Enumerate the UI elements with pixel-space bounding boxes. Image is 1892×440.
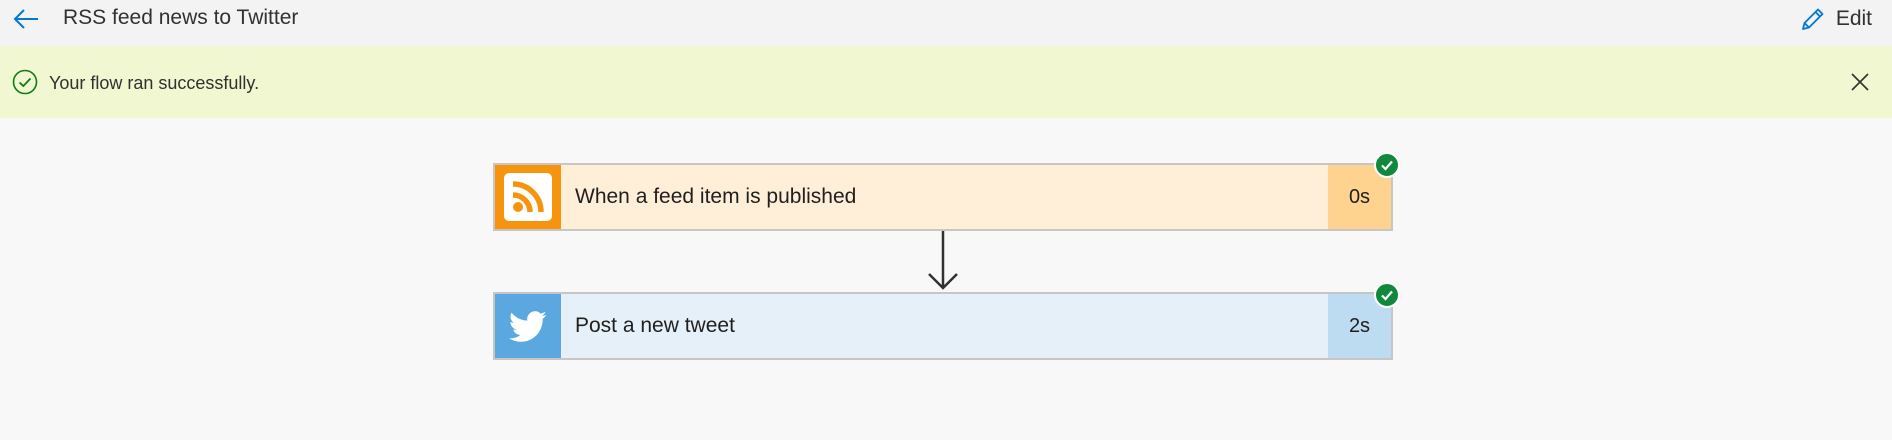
twitter-icon	[509, 311, 547, 342]
pencil-icon	[1801, 8, 1824, 30]
step-label: When a feed item is published	[575, 185, 857, 208]
banner-message: Your flow ran successfully.	[49, 73, 260, 93]
back-arrow-icon	[13, 9, 38, 29]
close-icon	[1851, 73, 1869, 91]
step-icon-tile	[495, 294, 561, 358]
step-success-badge	[1374, 152, 1400, 178]
header-bar: RSS feed news to Twitter Edit	[0, 0, 1892, 46]
step-icon-tile	[495, 165, 561, 229]
edit-button[interactable]: Edit	[1800, 3, 1872, 35]
flow-step-rss-trigger[interactable]: When a feed item is published 0s	[493, 163, 1393, 231]
edit-label: Edit	[1835, 7, 1872, 30]
success-banner: Your flow ran successfully.	[0, 46, 1892, 118]
rss-icon	[504, 173, 552, 221]
page-title: RSS feed news to Twitter	[63, 6, 299, 29]
connector-arrow-icon	[928, 231, 958, 290]
back-button[interactable]	[10, 3, 42, 35]
success-check-icon	[12, 69, 38, 95]
step-success-badge	[1374, 282, 1400, 308]
step-label: Post a new tweet	[575, 314, 735, 337]
banner-close-button[interactable]	[1844, 66, 1876, 98]
flow-step-post-tweet[interactable]: Post a new tweet 2s	[493, 292, 1393, 360]
checkmark-icon	[1381, 290, 1393, 301]
checkmark-icon	[1381, 160, 1393, 171]
